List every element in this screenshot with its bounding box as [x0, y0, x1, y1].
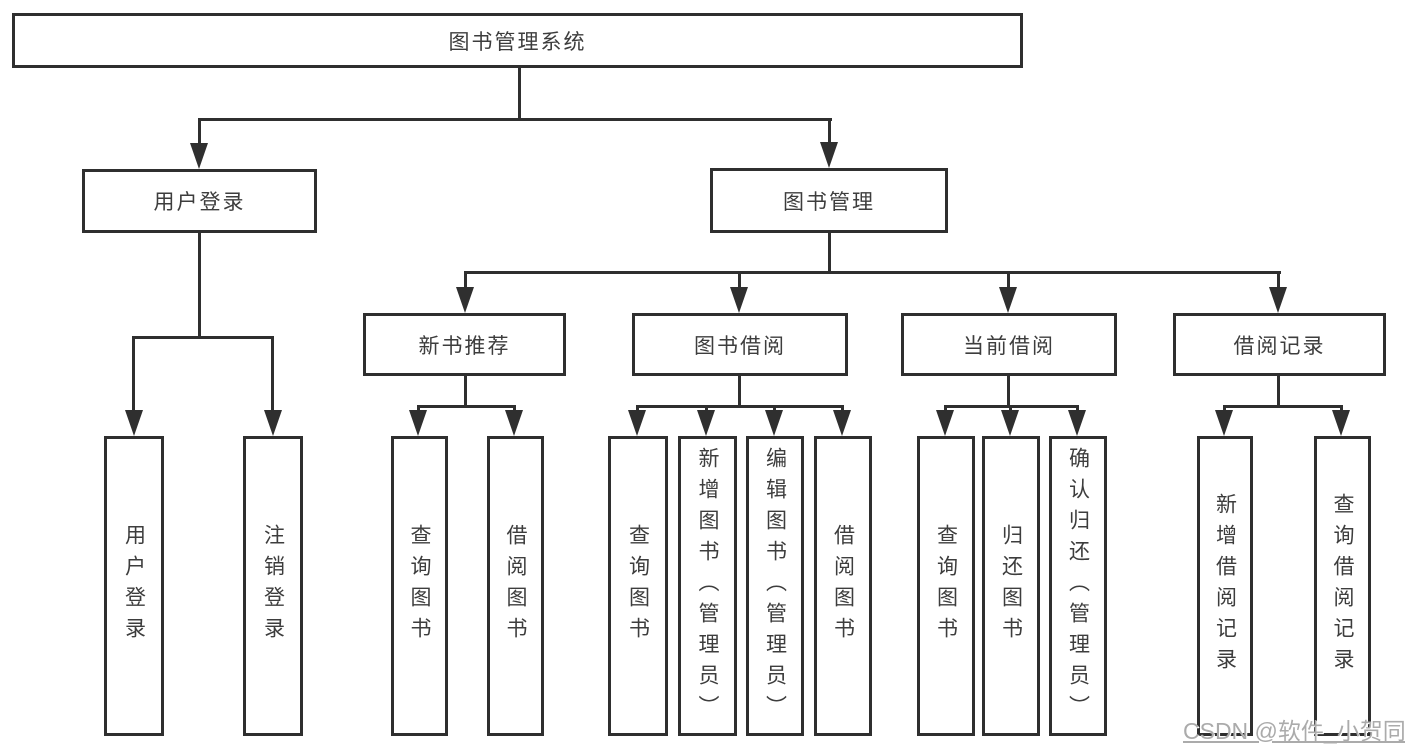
node-label: 注销登录	[261, 524, 285, 648]
connector-line	[944, 405, 947, 413]
node-label: 用户登录	[122, 524, 146, 648]
leaf-records-add-borrow-record: 新增借阅记录	[1197, 436, 1253, 736]
connector-line	[945, 405, 1079, 408]
connector-line	[636, 405, 639, 413]
connector-line	[637, 405, 844, 408]
node-label: 查询图书	[934, 524, 958, 648]
node-label: 新书推荐	[418, 334, 511, 358]
arrowhead-down-icon	[936, 410, 954, 436]
connector-line	[773, 405, 776, 413]
connector-line	[738, 376, 741, 405]
connector-line	[132, 336, 135, 412]
node-current-borrowing: 当前借阅	[901, 313, 1117, 376]
node-label: 图书管理	[783, 190, 875, 214]
node-library-system: 图书管理系统	[12, 13, 1023, 68]
arrowhead-down-icon	[833, 410, 851, 436]
node-borrow-records: 借阅记录	[1173, 313, 1386, 376]
arrowhead-down-icon	[1269, 287, 1287, 313]
leaf-recommend-borrow-books: 借阅图书	[487, 436, 544, 736]
arrowhead-down-icon	[456, 287, 474, 313]
connector-line	[841, 405, 844, 413]
node-label: 用户登录	[153, 191, 246, 214]
node-label: 当前借阅	[963, 334, 1055, 358]
connector-line	[464, 271, 467, 289]
connector-line	[417, 405, 420, 413]
node-label: 借阅记录	[1233, 334, 1326, 358]
connector-line	[518, 68, 521, 118]
arrowhead-down-icon	[1001, 410, 1019, 436]
node-user-login: 用户登录	[82, 169, 317, 233]
node-label: 查询借阅记录	[1331, 493, 1354, 679]
node-label: 新增借阅记录	[1213, 493, 1237, 679]
connector-line	[828, 118, 831, 145]
connector-line	[828, 233, 831, 271]
leaf-records-query-borrow-record: 查询借阅记录	[1314, 436, 1371, 736]
leaf-recommend-query-books: 查询图书	[391, 436, 448, 736]
connector-line	[1007, 376, 1010, 405]
connector-line	[1007, 271, 1010, 289]
node-book-management: 图书管理	[710, 168, 948, 233]
node-label: 查询图书	[408, 524, 431, 648]
leaf-current-confirm-return-admin: 确认归还（管理员）	[1049, 436, 1107, 736]
arrowhead-down-icon	[730, 287, 748, 313]
leaf-current-query-books: 查询图书	[917, 436, 975, 736]
arrowhead-down-icon	[628, 410, 646, 436]
leaf-current-return-books: 归还图书	[982, 436, 1040, 736]
connector-line	[1223, 405, 1226, 413]
leaf-borrowing-query-books: 查询图书	[608, 436, 668, 736]
arrowhead-down-icon	[1215, 410, 1233, 436]
connector-line	[705, 405, 708, 413]
connector-line	[418, 405, 516, 408]
arrowhead-down-icon	[1332, 410, 1350, 436]
arrowhead-down-icon	[697, 410, 715, 436]
connector-line	[1224, 405, 1343, 408]
leaf-borrowing-borrow-books: 借阅图书	[814, 436, 872, 736]
node-label: 图书借阅	[694, 334, 786, 358]
connector-line	[271, 336, 274, 412]
arrowhead-down-icon	[505, 410, 523, 436]
connector-line	[464, 271, 1281, 274]
connector-line	[1009, 405, 1012, 413]
node-book-borrowing: 图书借阅	[632, 313, 848, 376]
connector-line	[198, 118, 201, 146]
leaf-user-login: 用户登录	[104, 436, 164, 736]
node-label: 查询图书	[626, 524, 650, 648]
connector-line	[1277, 376, 1280, 405]
arrowhead-down-icon	[409, 410, 427, 436]
node-label: 新增图书（管理员）	[696, 446, 719, 726]
connector-line	[738, 271, 741, 289]
node-label: 归还图书	[999, 524, 1023, 648]
connector-line	[464, 376, 467, 405]
leaf-logout: 注销登录	[243, 436, 303, 736]
csdn-watermark: CSDN @软件_小贺同学	[1183, 718, 1405, 744]
arrowhead-down-icon	[1068, 410, 1086, 436]
node-label: 编辑图书（管理员）	[763, 446, 787, 726]
leaf-borrowing-add-books-admin: 新增图书（管理员）	[678, 436, 737, 736]
node-label: 借阅图书	[504, 524, 527, 648]
connector-line	[1076, 405, 1079, 413]
node-new-book-recommend: 新书推荐	[363, 313, 566, 376]
arrowhead-down-icon	[820, 142, 838, 168]
connector-line	[198, 233, 201, 336]
arrowhead-down-icon	[765, 410, 783, 436]
node-label: 确认归还（管理员）	[1066, 446, 1090, 726]
connector-line	[1277, 271, 1280, 289]
leaf-borrowing-edit-books-admin: 编辑图书（管理员）	[746, 436, 804, 736]
connector-line	[513, 405, 516, 413]
node-label: 图书管理系统	[448, 30, 587, 54]
node-label: 借阅图书	[831, 524, 855, 648]
arrowhead-down-icon	[190, 143, 208, 169]
connector-line	[1340, 405, 1343, 413]
connector-line	[133, 336, 274, 339]
arrowhead-down-icon	[999, 287, 1017, 313]
arrowhead-down-icon	[125, 410, 143, 436]
arrowhead-down-icon	[264, 410, 282, 436]
connector-line	[198, 118, 832, 121]
